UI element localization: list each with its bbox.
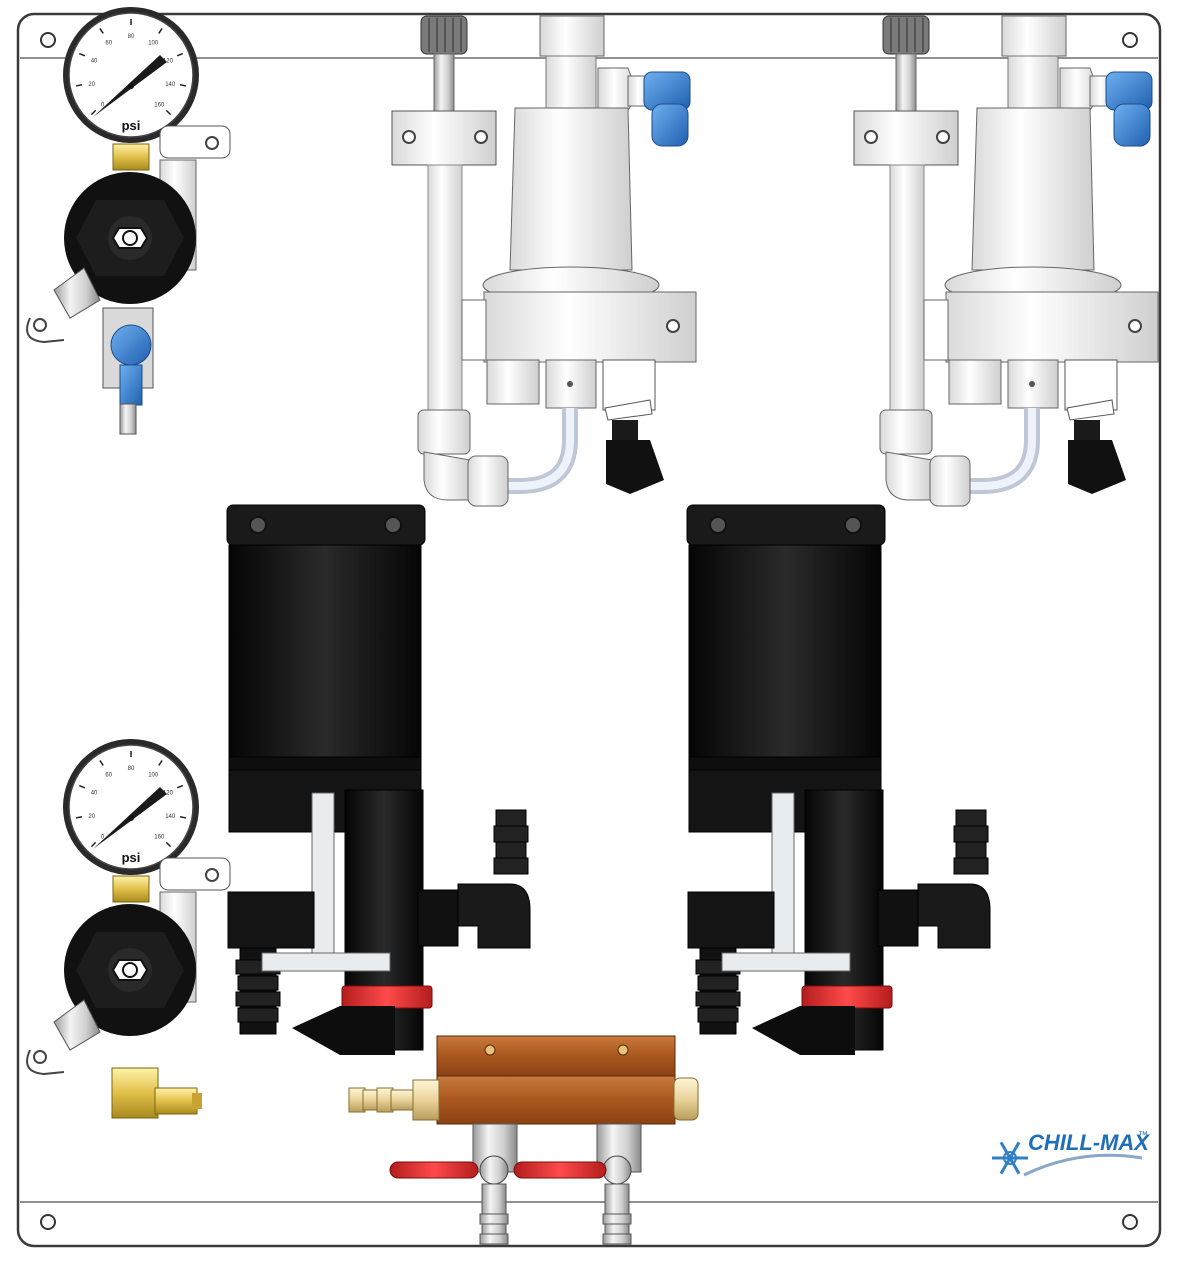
mounting-hole <box>1122 32 1138 48</box>
ball-valve-right <box>513 1123 642 1245</box>
ball-valve-left <box>389 1123 518 1245</box>
mounting-hole <box>40 32 56 48</box>
shutoff-valve-top <box>102 307 154 435</box>
gauge-tick-label: 80 <box>128 34 135 40</box>
gauge-tick-label: 40 <box>91 59 98 65</box>
gauge-tick-label: 20 <box>88 82 95 88</box>
mounting-hole <box>40 1214 56 1230</box>
gauge-tick-label: 100 <box>148 41 159 47</box>
brass-elbow-fitting <box>111 1067 202 1119</box>
gauge-tick <box>78 52 86 57</box>
gas-manifold-icon <box>348 1035 699 1125</box>
gauge-tick <box>75 84 83 87</box>
gauge-tick <box>176 52 184 57</box>
brand-name: CHILL-MAX <box>1028 1130 1150 1155</box>
gauge-tick <box>158 28 163 34</box>
pressure-gauge-icon: 0 20 40 60 80 100 120 140 160 psi <box>63 7 199 143</box>
gauge-tick <box>90 109 97 116</box>
gauge-tick <box>179 84 187 87</box>
gauge-tick-label: 0 <box>101 102 105 108</box>
gauge-tick-label: 60 <box>105 41 112 47</box>
gauge-tick <box>165 109 172 116</box>
gauge-tick-label: 160 <box>154 102 165 108</box>
gauge-tick <box>99 28 104 34</box>
snowflake-icon <box>992 1141 1028 1175</box>
gas-switch-assembly-left <box>391 15 697 507</box>
gauge-tick-label: 120 <box>163 59 174 65</box>
regulator-assembly-top: 0 20 40 60 80 100 120 140 160 psi <box>26 7 231 344</box>
gauge-tick-label: 140 <box>165 82 176 88</box>
bib-pump-left <box>226 504 531 1055</box>
brand-trademark: ™ <box>1138 1130 1148 1141</box>
mounting-hole <box>1122 1214 1138 1230</box>
gauge-unit-label: psi <box>122 118 141 133</box>
chill-max-logo: CHILL-MAX ™ <box>992 1130 1150 1177</box>
